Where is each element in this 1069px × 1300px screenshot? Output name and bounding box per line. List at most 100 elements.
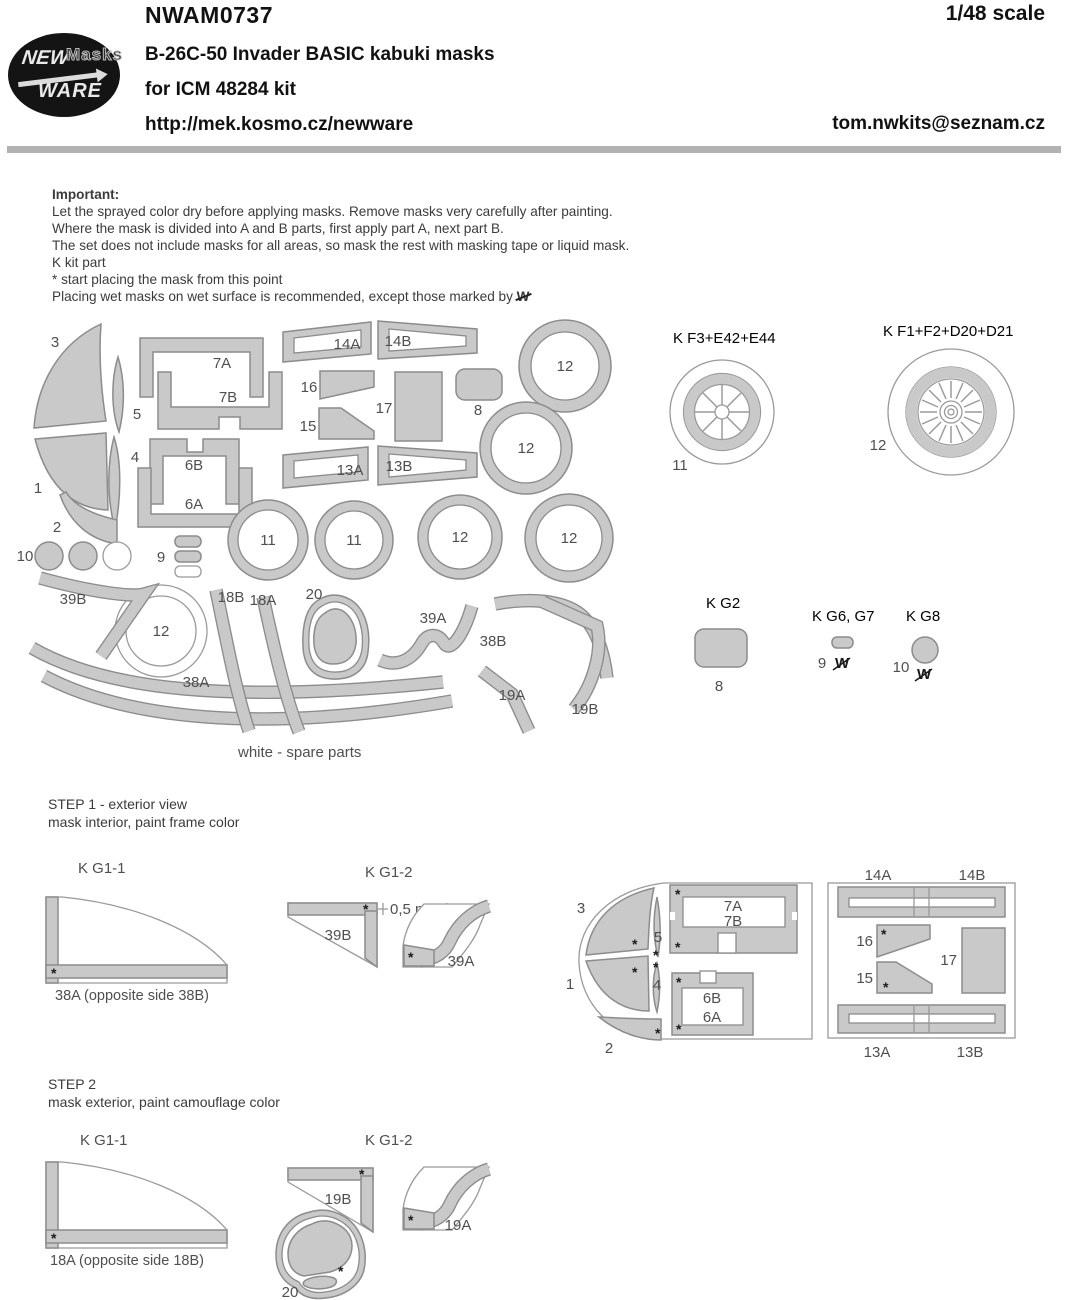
start-point-star: * (51, 965, 57, 981)
part-label: 7A (724, 898, 742, 915)
website-url: http://mek.kosmo.cz/newware (145, 114, 414, 135)
ring-mask-12: 12 (417, 494, 503, 580)
step1-nacelle-group: 14A 14B 16 15 17 * * 13A 13B (827, 867, 1016, 1061)
part-label: 11 (346, 532, 362, 549)
mask-part-4 (108, 434, 121, 530)
spare-part-9 (174, 565, 202, 578)
mask-part-14B-slot (388, 328, 467, 352)
step2-19B: * 19B (287, 1166, 374, 1234)
mask-part-17 (394, 371, 443, 442)
part-label: 38B (480, 633, 507, 650)
step1-nose-group: 3 5 1 4 2 * * * * * 7A 7B * * (566, 882, 813, 1057)
mask-part-9 (174, 535, 202, 548)
step1-window-38A: * (45, 896, 228, 984)
mask-part-18B (209, 588, 256, 734)
part-label: 13A (337, 462, 364, 479)
part-label: 12 (153, 623, 170, 640)
part-label: 11 (260, 532, 276, 549)
start-point-star: * (881, 926, 887, 942)
step1-diagrams: * * 39B 0,5 mm * (45, 867, 1016, 1061)
step2-20-canopy: * 20 (275, 1209, 366, 1300)
start-point-star: * (408, 1212, 414, 1228)
kit-part-caption: K G6, G7 (812, 608, 875, 625)
part-label: 2 (53, 519, 61, 536)
mask-part-9-placement (831, 636, 854, 649)
part-label: 9 (818, 655, 826, 672)
part-label: 13B (957, 1044, 984, 1061)
newware-logo: NEW Masks WARE (8, 33, 123, 117)
contact-email: tom.nwkits@seznam.cz (832, 113, 1045, 134)
part-label: 9 (157, 549, 165, 566)
part-label: 19B (325, 1191, 352, 1208)
important-heading: Important: (52, 187, 120, 202)
mask-part-8 (455, 368, 503, 401)
start-point-star: * (632, 936, 638, 952)
note-line: The set does not include masks for all a… (52, 238, 630, 253)
important-notes: Important: Let the sprayed color dry bef… (52, 186, 629, 305)
start-point-star: * (632, 964, 638, 980)
mask-part-13B-slot (388, 453, 467, 478)
start-point-star: * (655, 1025, 661, 1041)
mask-sheet: 3 5 4 1 2 7A 7B 6B 6A 10 9 (17, 319, 614, 735)
part-label: 18B (218, 589, 245, 606)
mask-part-3 (33, 322, 107, 429)
start-point-star: * (653, 959, 659, 975)
w-strike (832, 657, 851, 671)
wet-note-text: Placing wet masks on wet surface is reco… (52, 289, 517, 304)
part-label: 7B (219, 389, 237, 406)
mask-part-20-canopy (302, 594, 370, 680)
w-strike (914, 668, 933, 682)
step2-kg11-caption: K G1-1 (80, 1132, 128, 1149)
ring-mask-12: 12 (479, 401, 573, 495)
kit-part-caption: K G8 (906, 608, 940, 625)
part-label: 5 (654, 929, 662, 946)
part-label: 12 (561, 530, 578, 547)
spare-parts-note: white - spare parts (238, 744, 362, 761)
wheel-spokes (920, 381, 982, 443)
mask-part-19A (477, 665, 536, 734)
start-point-star: * (883, 979, 889, 995)
part-label: 10 (893, 659, 910, 676)
mask-part-39B (38, 571, 161, 660)
mask-part-8-placement (694, 628, 748, 668)
mask-part-10-placement (911, 636, 939, 664)
part-label: 17 (376, 400, 393, 417)
step1-subtitle: mask interior, paint frame color (48, 814, 240, 830)
part-label: 10 (17, 548, 34, 565)
part-label: 17 (940, 952, 957, 969)
part-label: 19A (445, 1217, 472, 1234)
step1-39B: * 39B (287, 901, 378, 969)
part-label: 1 (34, 480, 42, 497)
start-point-star: * (675, 886, 681, 902)
start-point-star: * (51, 1230, 57, 1246)
step2-window-caption: 18A (opposite side 18B) (50, 1253, 204, 1269)
mask-part-7A (139, 337, 264, 398)
part-label: 6A (703, 1009, 721, 1026)
note-line-wet: Placing wet masks on wet surface is reco… (52, 288, 629, 305)
part-label: 6B (703, 990, 721, 1007)
part-label: 4 (131, 449, 139, 466)
start-point-star: * (676, 1021, 682, 1037)
step2-kg12-caption: K G1-2 (365, 1132, 413, 1149)
start-point-star: * (338, 1263, 344, 1279)
part-label: 20 (282, 1284, 299, 1300)
kit-part-caption: K G2 (706, 595, 740, 612)
part-label: 39B (325, 927, 352, 944)
kg8-diagram: K G8 10 W (893, 608, 941, 683)
logo-word-masks: Masks (66, 45, 123, 65)
step2-window-18A: * (45, 1161, 228, 1249)
step1-kg11-caption: K G1-1 (78, 860, 126, 877)
product-code: NWAM0737 (145, 2, 273, 28)
part-label: 15 (300, 418, 317, 435)
kit-reference: for ICM 48284 kit (145, 79, 296, 100)
start-point-star: * (676, 974, 682, 990)
mask-part-10 (68, 541, 98, 571)
ring-mask-12: 12 (524, 493, 614, 583)
step1-39A: * 39A (402, 899, 492, 970)
part-label: 14B (959, 867, 986, 884)
ring-mask-12: 12 (518, 319, 612, 413)
part-label: 14A (334, 336, 361, 353)
step1-title: STEP 1 - exterior view (48, 796, 188, 812)
part-label: 15 (856, 970, 873, 987)
